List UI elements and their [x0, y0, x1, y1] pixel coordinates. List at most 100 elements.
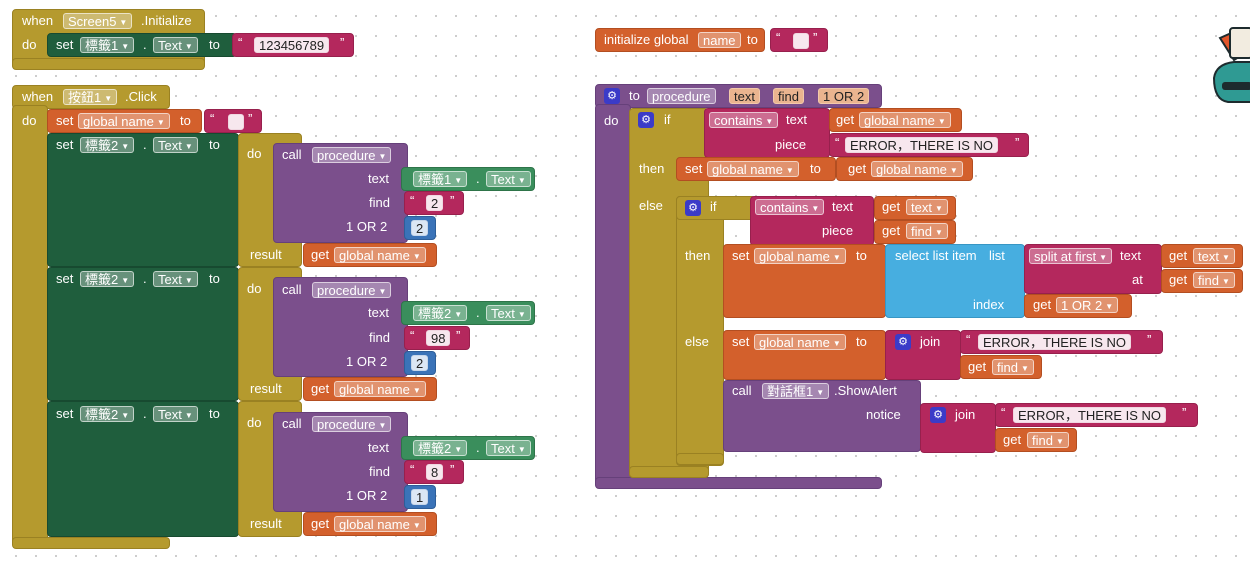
- set-keyword: set: [56, 406, 74, 421]
- global-var-dropdown[interactable]: global name▼: [78, 113, 170, 129]
- param-var-dropdown[interactable]: find▼: [992, 359, 1034, 375]
- property-dropdown[interactable]: Text▼: [153, 37, 198, 53]
- property-dropdown[interactable]: Text▼: [153, 271, 198, 287]
- call-procedure-block-3[interactable]: [273, 412, 408, 512]
- param-text[interactable]: text: [729, 88, 760, 104]
- call-keyword: call: [282, 282, 302, 297]
- component-dropdown[interactable]: 標籤2▼: [80, 137, 135, 153]
- if-block-2[interactable]: [676, 196, 724, 466]
- param-find[interactable]: find: [773, 88, 804, 104]
- set-keyword: set: [685, 161, 703, 176]
- global-var-dropdown[interactable]: global name▼: [707, 161, 799, 177]
- contains-dropdown[interactable]: contains▼: [755, 199, 825, 215]
- piece-string-field[interactable]: ERROR，THERE IS NO: [845, 137, 999, 153]
- get-1-or-2-block[interactable]: [1024, 294, 1132, 318]
- find-arg-label: find: [369, 195, 390, 210]
- text-string-field[interactable]: 123456789: [254, 37, 330, 53]
- procedure-dropdown[interactable]: procedure▼: [312, 282, 392, 298]
- or-arg-label: 1 OR 2: [346, 219, 388, 234]
- dot-separator: .: [143, 406, 147, 421]
- procedure-dropdown[interactable]: procedure▼: [312, 416, 392, 432]
- global-var-dropdown[interactable]: global name▼: [871, 161, 963, 177]
- split-at-first-block[interactable]: [1024, 244, 1162, 294]
- button-component-dropdown[interactable]: 按鈕1▼: [63, 89, 118, 105]
- set-label1-text-block[interactable]: [47, 33, 237, 57]
- set-label2-text-block-2[interactable]: [47, 267, 239, 401]
- global-var-name-field[interactable]: name: [698, 32, 741, 48]
- set-keyword: set: [56, 113, 74, 128]
- number-field[interactable]: 1: [411, 489, 429, 505]
- mutator-gear-icon[interactable]: ⚙: [638, 112, 654, 128]
- dialog-component-dropdown[interactable]: 對話框1▼: [762, 383, 830, 399]
- component-dropdown[interactable]: 標籤2▼: [80, 406, 135, 422]
- global-var-dropdown[interactable]: global name▼: [334, 381, 426, 397]
- to-keyword: to: [856, 248, 867, 263]
- show-alert-block[interactable]: [723, 380, 921, 452]
- contains-dropdown[interactable]: contains▼: [709, 112, 779, 128]
- get-text-block[interactable]: [874, 196, 956, 220]
- property-dropdown[interactable]: Text▼: [486, 305, 531, 321]
- global-var-dropdown[interactable]: global name▼: [754, 248, 846, 264]
- number-field[interactable]: 2: [411, 220, 429, 236]
- empty-string-field[interactable]: [228, 114, 244, 130]
- do-label: do: [604, 113, 619, 128]
- set-global-name-join-block[interactable]: [723, 330, 886, 380]
- param-var-dropdown[interactable]: text▼: [1193, 248, 1235, 264]
- component-dropdown[interactable]: 標籤2▼: [413, 305, 468, 321]
- close-quote: ”: [1015, 135, 1020, 150]
- mutator-gear-icon[interactable]: ⚙: [685, 200, 701, 216]
- component-dropdown[interactable]: 標籤2▼: [80, 271, 135, 287]
- mutator-gear-icon[interactable]: ⚙: [895, 334, 911, 350]
- backpack-icon[interactable]: [1208, 20, 1250, 110]
- get-find-block[interactable]: [874, 220, 956, 244]
- error-string-field[interactable]: ERROR，THERE IS NO: [1013, 407, 1167, 423]
- error-string-field[interactable]: ERROR，THERE IS NO: [978, 334, 1132, 350]
- param-var-dropdown[interactable]: 1 OR 2▼: [1056, 297, 1119, 313]
- global-var-dropdown[interactable]: global name▼: [859, 112, 951, 128]
- contains-block-2[interactable]: [750, 196, 874, 246]
- param-1-or-2[interactable]: 1 OR 2: [818, 88, 870, 104]
- component-dropdown[interactable]: 標籤1▼: [80, 37, 135, 53]
- find-string-field[interactable]: 2: [426, 195, 444, 211]
- screen-component-dropdown[interactable]: Screen5▼: [63, 13, 133, 29]
- call-procedure-block-2[interactable]: [273, 277, 408, 377]
- mutator-gear-icon[interactable]: ⚙: [930, 407, 946, 423]
- param-var-dropdown[interactable]: find▼: [906, 223, 948, 239]
- empty-string-field[interactable]: [793, 33, 809, 49]
- component-dropdown[interactable]: 標籤1▼: [413, 171, 468, 187]
- component-dropdown[interactable]: 標籤2▼: [413, 440, 468, 456]
- text-arg-label: text: [368, 440, 389, 455]
- at-arg-label: at: [1132, 272, 1143, 287]
- set-label2-text-block-3[interactable]: [47, 401, 239, 537]
- property-dropdown[interactable]: Text▼: [486, 440, 531, 456]
- split-dropdown[interactable]: split at first▼: [1029, 248, 1113, 264]
- find-string-field[interactable]: 98: [426, 330, 451, 346]
- then-keyword: then: [639, 161, 665, 176]
- select-list-item-block[interactable]: [885, 244, 1025, 318]
- param-var-dropdown[interactable]: find▼: [1193, 272, 1235, 288]
- text-arg-label: text: [1120, 248, 1141, 263]
- get-keyword: get: [882, 199, 901, 214]
- close-quote: ”: [450, 462, 455, 477]
- property-dropdown[interactable]: Text▼: [486, 171, 531, 187]
- global-var-dropdown[interactable]: global name▼: [334, 247, 426, 263]
- param-var-dropdown[interactable]: text▼: [906, 199, 948, 215]
- set-label2-text-block-1[interactable]: [47, 133, 239, 267]
- procedure-name-field[interactable]: procedure: [647, 88, 716, 104]
- global-var-dropdown[interactable]: global name▼: [334, 516, 426, 532]
- procedure-dropdown[interactable]: procedure▼: [312, 147, 392, 163]
- param-var-dropdown[interactable]: find▼: [1027, 432, 1069, 448]
- set-keyword: set: [56, 137, 74, 152]
- do-label: do: [22, 37, 37, 52]
- open-quote: “: [776, 30, 781, 45]
- property-dropdown[interactable]: Text▼: [153, 137, 198, 153]
- mutator-gear-icon[interactable]: ⚙: [604, 88, 620, 104]
- global-var-dropdown[interactable]: global name▼: [754, 334, 846, 350]
- property-dropdown[interactable]: Text▼: [153, 406, 198, 422]
- open-quote: “: [238, 35, 243, 50]
- find-string-field[interactable]: 8: [426, 464, 444, 480]
- get-find-block[interactable]: [1161, 269, 1243, 293]
- do-label: do: [247, 415, 262, 430]
- number-field[interactable]: 2: [411, 355, 429, 371]
- set-global-name-select-block[interactable]: [723, 244, 886, 318]
